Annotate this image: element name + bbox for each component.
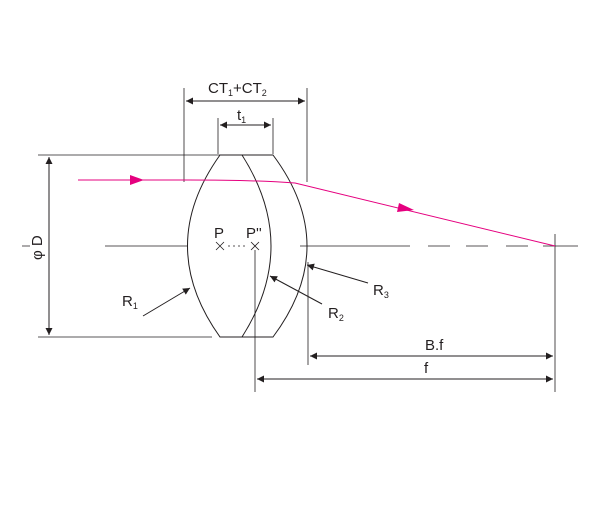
r1-leader [142, 287, 191, 317]
diameter-label: φ D [29, 235, 46, 260]
principal-point-p-double-mark [250, 241, 260, 251]
r2-leader [269, 275, 323, 305]
focal-label: f [424, 360, 429, 377]
principal-point-p-double-label: P'' [246, 225, 262, 242]
r1-label: R1 [122, 293, 138, 311]
r3-leader [306, 263, 369, 284]
r3-label: R3 [373, 282, 389, 300]
back-focal-label: B.f [425, 337, 444, 354]
lens-element-2 [242, 154, 308, 338]
principal-point-p-label: P [214, 225, 224, 242]
light-ray [78, 179, 556, 247]
t1-label: t1 [237, 107, 246, 125]
r2-label: R2 [328, 305, 344, 323]
ct-total-label: CT1+CT2 [208, 80, 267, 98]
ray-arrow-1 [130, 175, 144, 185]
ray-arrow-2 [397, 203, 414, 212]
principal-point-p-mark [215, 241, 225, 251]
